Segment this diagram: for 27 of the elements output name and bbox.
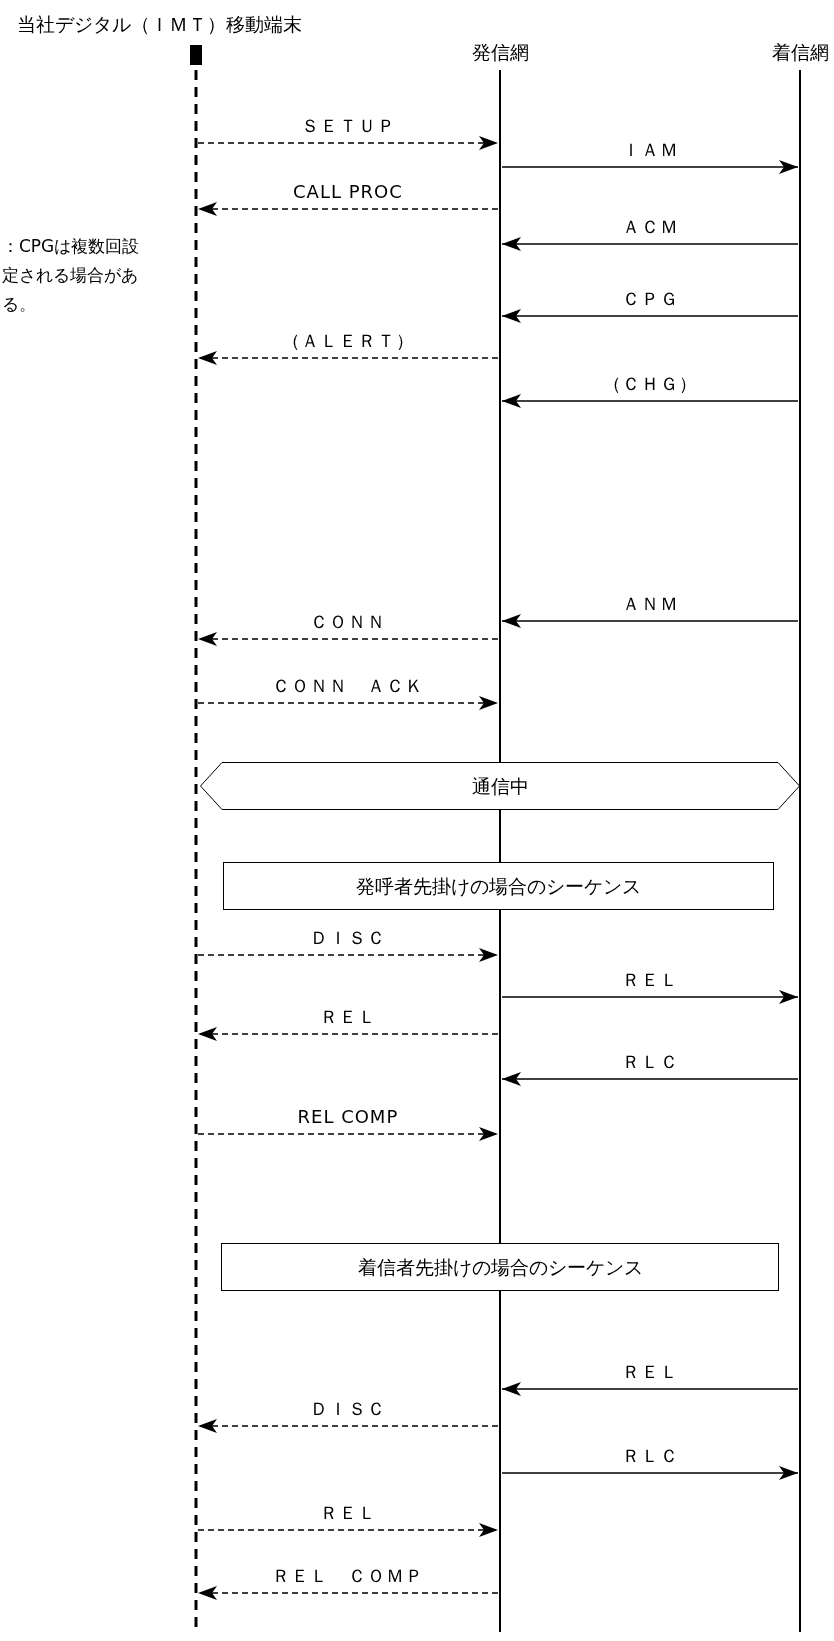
message-arrow: [501, 1072, 799, 1086]
message-arrow: [501, 990, 799, 1004]
message-arrow: [197, 136, 499, 150]
message-arrow: [501, 1466, 799, 1480]
message-arrow: [501, 309, 799, 323]
message-arrow: [197, 1523, 499, 1537]
box-label: 発呼者先掛けの場合のシーケンス: [355, 874, 642, 898]
box-label: 通信中: [470, 774, 530, 798]
message-arrow: [501, 237, 799, 251]
box-label: 着信者先掛けの場合のシーケンス: [356, 1255, 644, 1279]
message-arrow: [501, 394, 799, 408]
message-arrow: [197, 1586, 499, 1600]
message-arrow: [501, 160, 799, 174]
message-arrow: [197, 632, 499, 646]
message-arrow: [197, 351, 499, 365]
message-arrow: [197, 1419, 499, 1433]
message-arrow: [197, 948, 499, 962]
message-arrow: [197, 1027, 499, 1041]
message-arrow: [197, 1127, 499, 1141]
message-arrow: [501, 1382, 799, 1396]
message-arrow: [197, 696, 499, 710]
message-arrow: [501, 614, 799, 628]
note-text: ：CPGは複数回設定される場合がある。: [2, 235, 141, 316]
lifeline-heading: 当社デジタル（ＩＭＴ）移動端末: [17, 12, 302, 36]
message-arrow: [197, 202, 499, 216]
lifeline-heading: 着信網: [771, 40, 829, 64]
lifeline-heading: 発信網: [471, 40, 529, 64]
